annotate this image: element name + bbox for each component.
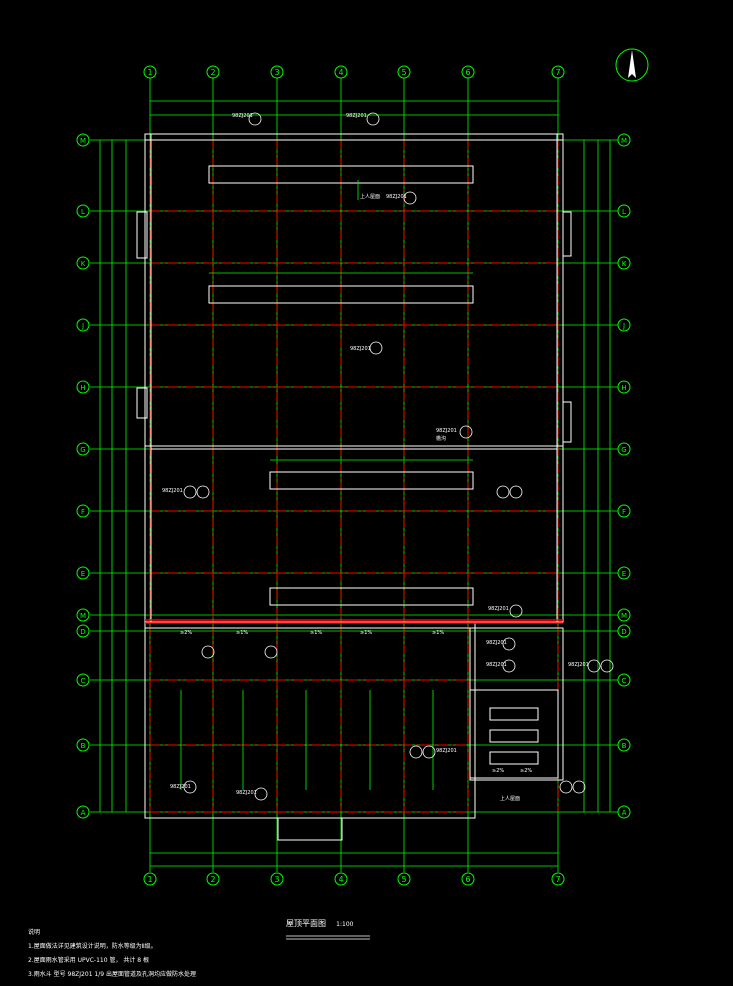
top-dimension-lines bbox=[99, 100, 611, 867]
svg-text:98ZJ201: 98ZJ201 bbox=[232, 113, 253, 119]
svg-text:6: 6 bbox=[465, 68, 470, 77]
svg-text:上人屋面: 上人屋面 bbox=[500, 795, 520, 802]
building-outline bbox=[136, 133, 572, 841]
notes-heading: 说明 bbox=[28, 929, 41, 936]
notes-block: 说明 1.屋面做法详见建筑设计说明，防水等级为Ⅱ级。 2.屋面雨水管采用 UPV… bbox=[28, 926, 196, 982]
top-axis-labels: 1 2 3 4 5 6 7 1 2 3 4 5 6 7 bbox=[147, 68, 560, 884]
svg-text:98ZJ201: 98ZJ201 bbox=[236, 790, 257, 796]
svg-text:K: K bbox=[622, 260, 627, 268]
side-axis-labels: M M L L K K J J H H G G F F E E M M D D C C B B A A bbox=[80, 137, 627, 817]
svg-text:4: 4 bbox=[338, 875, 343, 884]
detail-reference-marks bbox=[183, 112, 614, 801]
svg-text:98ZJ201: 98ZJ201 bbox=[162, 488, 183, 494]
svg-text:7: 7 bbox=[555, 68, 560, 77]
svg-text:D: D bbox=[621, 628, 626, 636]
svg-text:4: 4 bbox=[338, 68, 343, 77]
svg-text:A: A bbox=[81, 809, 86, 817]
drawing-title: 屋顶平面图 bbox=[286, 919, 326, 928]
svg-text:≥1%: ≥1% bbox=[236, 630, 248, 636]
svg-text:C: C bbox=[81, 677, 86, 685]
svg-text:A: A bbox=[622, 809, 627, 817]
svg-text:98ZJ201: 98ZJ201 bbox=[436, 428, 457, 434]
svg-text:B: B bbox=[81, 742, 86, 750]
notes-line-3: 3.雨水斗 型号 98ZJ201 1/9 出屋面管道及孔洞均应做防水处理 bbox=[28, 971, 196, 978]
top-axis-bubbles bbox=[143, 65, 565, 886]
svg-text:G: G bbox=[80, 446, 85, 454]
annotations: 上人屋面 98ZJ201 98ZJ201 98ZJ201 98ZJ201 98Z… bbox=[162, 113, 589, 802]
svg-text:M: M bbox=[621, 612, 627, 620]
svg-text:F: F bbox=[622, 508, 626, 516]
svg-text:M: M bbox=[80, 137, 86, 145]
svg-text:M: M bbox=[80, 612, 86, 620]
svg-text:上人屋面: 上人屋面 bbox=[360, 193, 380, 200]
svg-text:3: 3 bbox=[274, 68, 279, 77]
svg-text:≥1%: ≥1% bbox=[360, 630, 372, 636]
svg-text:2: 2 bbox=[210, 68, 215, 77]
title-underline bbox=[286, 935, 370, 940]
svg-text:H: H bbox=[80, 384, 85, 392]
svg-text:98ZJ201: 98ZJ201 bbox=[346, 113, 367, 119]
svg-text:E: E bbox=[81, 570, 85, 578]
svg-text:K: K bbox=[81, 260, 86, 268]
svg-text:G: G bbox=[621, 446, 626, 454]
north-arrow-icon bbox=[615, 48, 649, 82]
svg-text:B: B bbox=[622, 742, 627, 750]
svg-text:3: 3 bbox=[274, 875, 279, 884]
side-axis-bubbles bbox=[76, 133, 631, 819]
svg-text:L: L bbox=[81, 208, 85, 216]
svg-text:7: 7 bbox=[555, 875, 560, 884]
notes-line-2: 2.屋面雨水管采用 UPVC-110 管， 共计 8 根 bbox=[28, 957, 149, 964]
svg-text:98ZJ201: 98ZJ201 bbox=[350, 346, 371, 352]
svg-text:≥1%: ≥1% bbox=[310, 630, 322, 636]
red-axis-dashed-lines bbox=[149, 139, 559, 813]
svg-text:98ZJ201: 98ZJ201 bbox=[486, 640, 507, 646]
svg-text:98ZJ201: 98ZJ201 bbox=[436, 748, 457, 754]
svg-text:L: L bbox=[622, 208, 626, 216]
svg-text:1: 1 bbox=[147, 875, 152, 884]
drawing-title-block: 屋顶平面图 1:100 bbox=[286, 918, 353, 929]
svg-text:98ZJ201: 98ZJ201 bbox=[488, 606, 509, 612]
svg-text:檐沟: 檐沟 bbox=[436, 435, 446, 442]
vertical-axis-lines bbox=[149, 78, 559, 872]
svg-text:≥2%: ≥2% bbox=[520, 768, 532, 774]
svg-text:6: 6 bbox=[465, 875, 470, 884]
notes-line-1: 1.屋面做法详见建筑设计说明，防水等级为Ⅱ级。 bbox=[28, 943, 157, 950]
svg-text:M: M bbox=[621, 137, 627, 145]
svg-text:E: E bbox=[622, 570, 626, 578]
horizontal-axis-lines bbox=[90, 139, 618, 813]
svg-text:98ZJ201: 98ZJ201 bbox=[568, 662, 589, 668]
slope-lines bbox=[180, 180, 473, 790]
svg-text:1: 1 bbox=[147, 68, 152, 77]
svg-text:5: 5 bbox=[401, 875, 406, 884]
svg-text:98ZJ201: 98ZJ201 bbox=[386, 194, 407, 200]
svg-text:D: D bbox=[80, 628, 85, 636]
svg-text:2: 2 bbox=[210, 875, 215, 884]
svg-text:≥1%: ≥1% bbox=[432, 630, 444, 636]
svg-text:≥2%: ≥2% bbox=[180, 630, 192, 636]
svg-text:J: J bbox=[81, 322, 84, 330]
svg-text:≥2%: ≥2% bbox=[492, 768, 504, 774]
drawing-scale: 1:100 bbox=[336, 921, 354, 928]
svg-text:98ZJ201: 98ZJ201 bbox=[170, 784, 191, 790]
eave-gutter-lines bbox=[145, 619, 563, 624]
svg-text:J: J bbox=[622, 322, 625, 330]
svg-text:F: F bbox=[81, 508, 85, 516]
svg-text:98ZJ201: 98ZJ201 bbox=[486, 662, 507, 668]
svg-text:H: H bbox=[621, 384, 626, 392]
svg-text:C: C bbox=[622, 677, 627, 685]
svg-text:5: 5 bbox=[401, 68, 406, 77]
